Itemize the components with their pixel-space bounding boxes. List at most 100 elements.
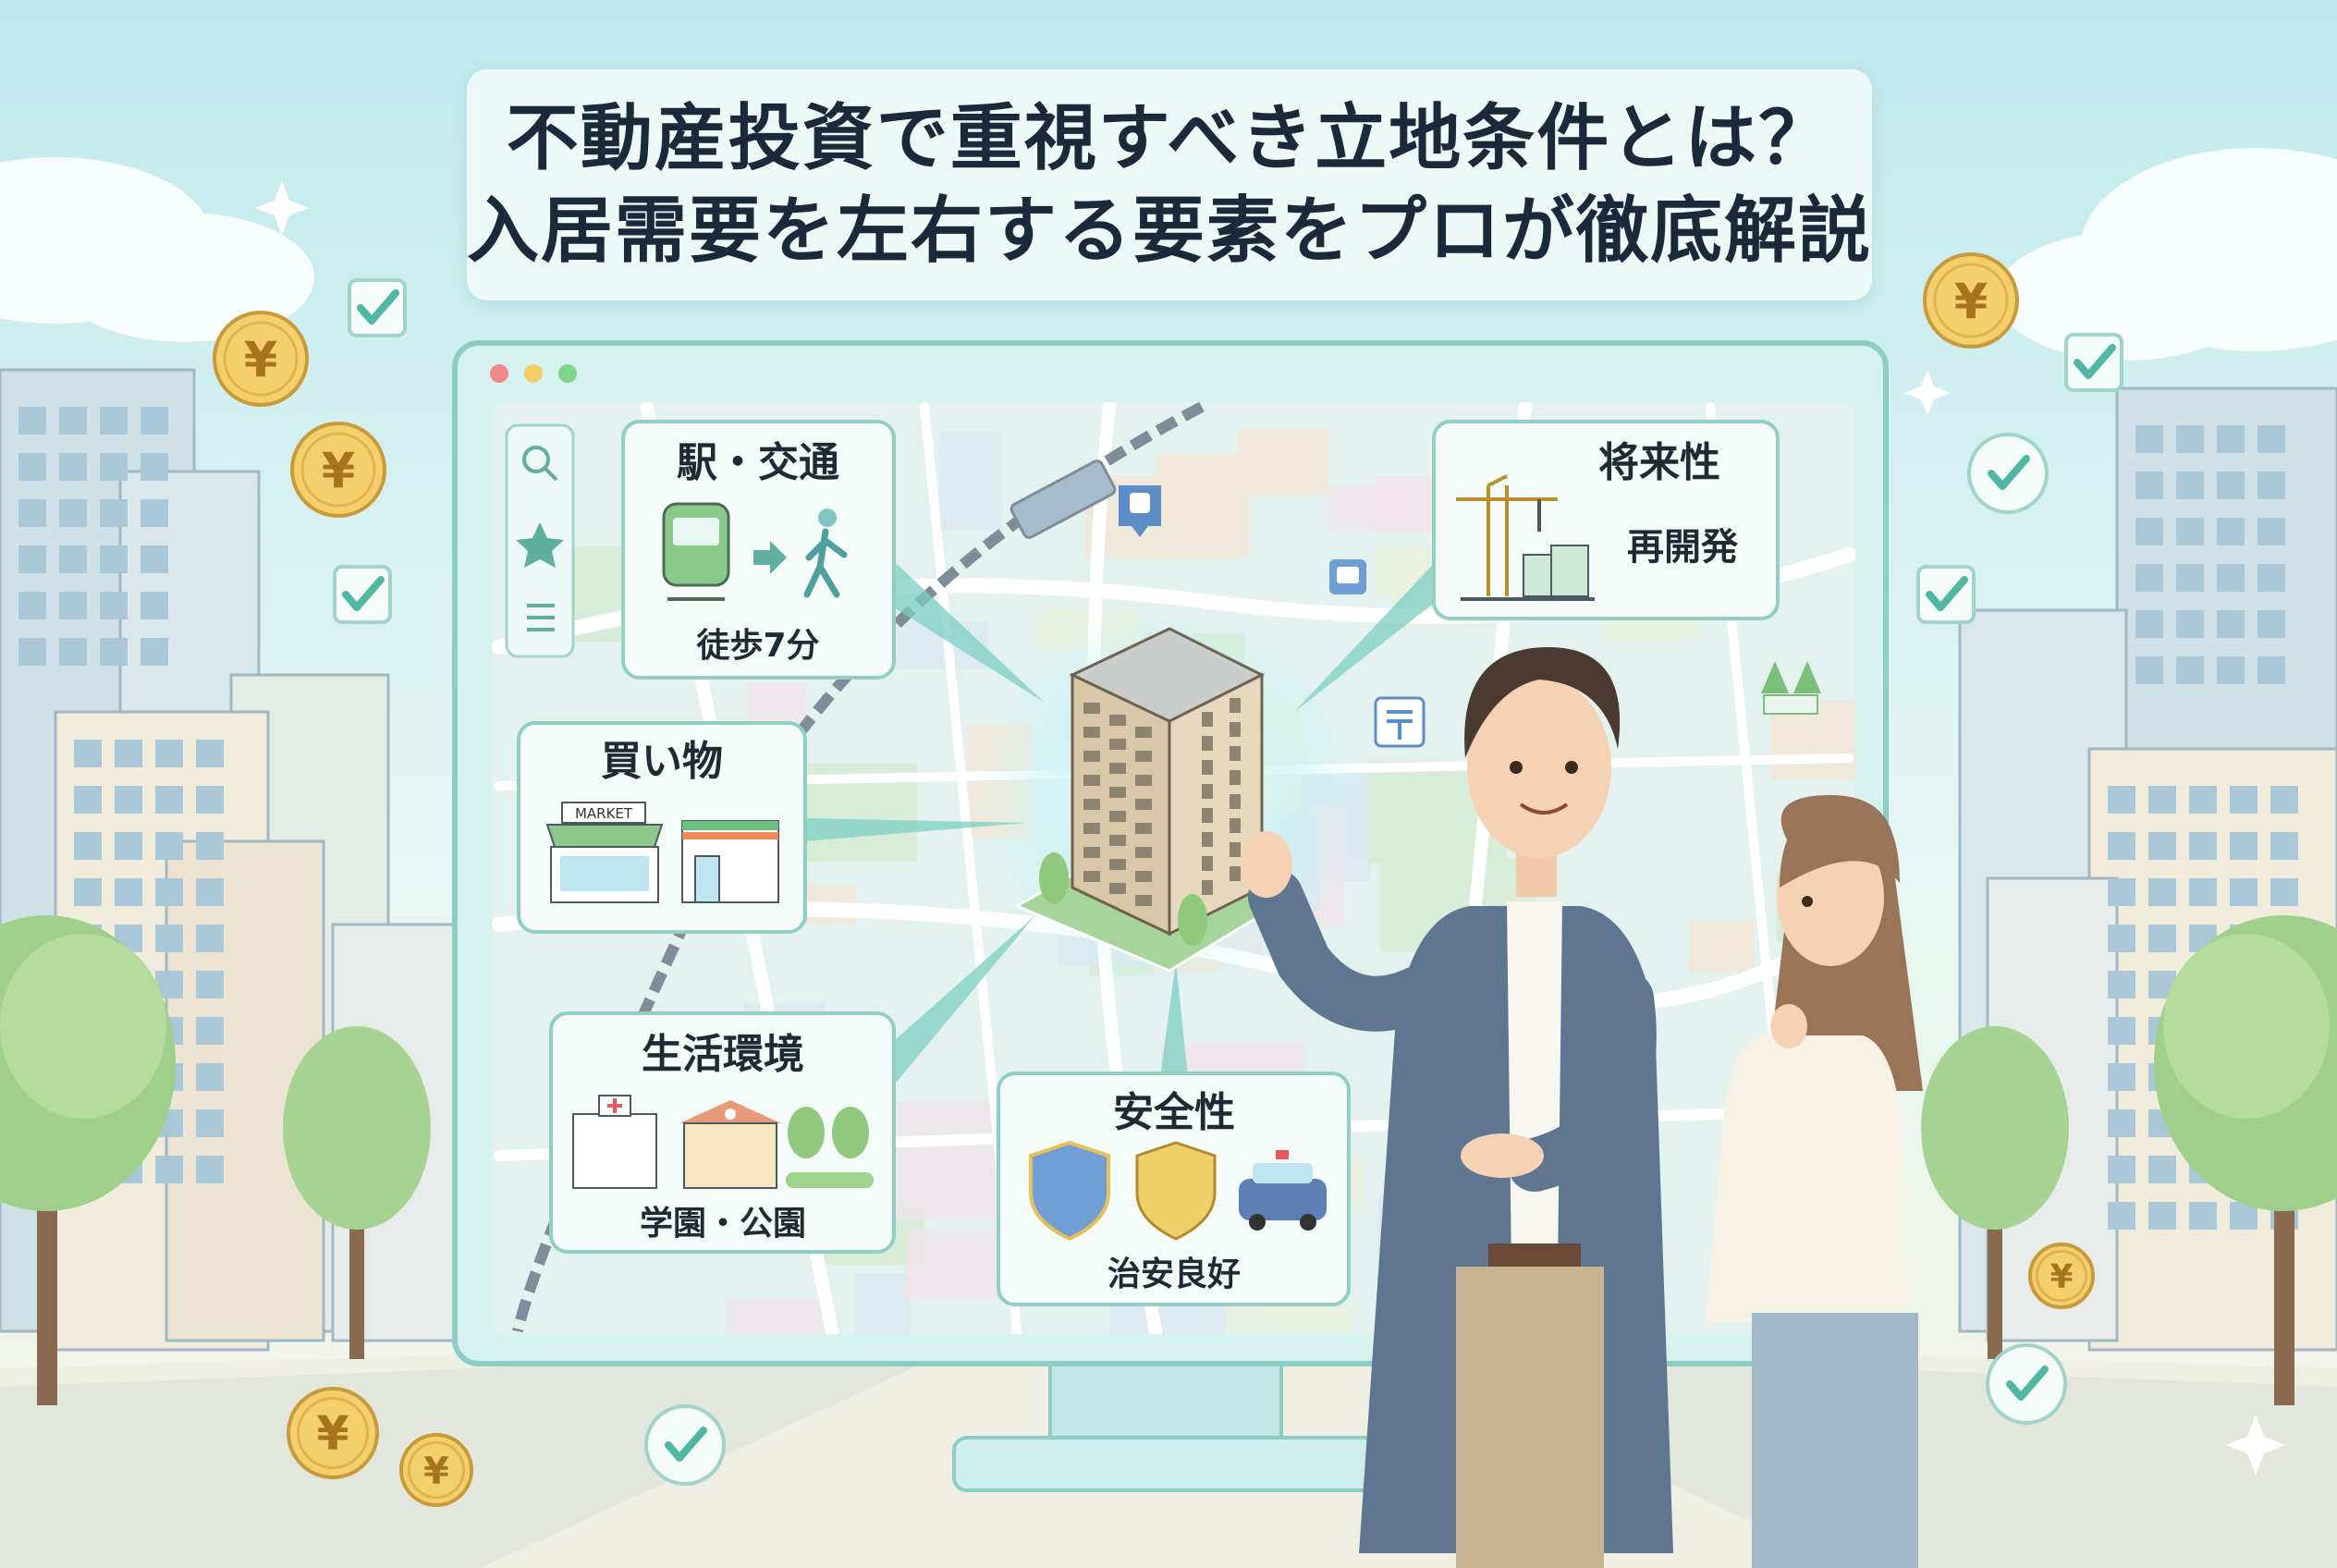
- window: [59, 499, 87, 527]
- card-living-environment[interactable]: 生活環境 学園・公園: [549, 1011, 896, 1254]
- window: [1135, 895, 1152, 906]
- window: [1230, 794, 1241, 809]
- window: [2217, 472, 2245, 499]
- male-advisor: [1241, 647, 1673, 1568]
- window: [2108, 786, 2135, 814]
- window: [115, 740, 142, 767]
- check-icon: [1916, 565, 1976, 624]
- card-caption: 徒歩7分: [695, 627, 819, 665]
- yen-coin-icon: ¥: [213, 311, 309, 407]
- window: [155, 740, 183, 767]
- window: [1230, 842, 1241, 857]
- window: [155, 925, 183, 952]
- search-icon[interactable]: [522, 446, 558, 482]
- window: [74, 832, 102, 860]
- window: [2230, 786, 2257, 814]
- window: [2108, 1063, 2135, 1091]
- post-office-pin-icon[interactable]: [1374, 696, 1425, 748]
- window: [2257, 610, 2285, 638]
- window: [1135, 775, 1152, 786]
- window: [1083, 703, 1100, 714]
- window: [115, 832, 142, 860]
- window: [2176, 610, 2204, 638]
- window: [1230, 818, 1241, 833]
- window: [100, 407, 128, 435]
- window: [1083, 799, 1100, 810]
- card-transport[interactable]: 駅・交通 徒歩7分: [621, 420, 896, 680]
- window: [141, 592, 168, 619]
- window: [2135, 425, 2163, 453]
- yen-coin-icon: ¥: [290, 422, 386, 518]
- window: [59, 453, 87, 481]
- window-close-dot[interactable]: [490, 364, 508, 383]
- card-safety[interactable]: 安全性 治安良好: [997, 1072, 1351, 1306]
- window: [2108, 925, 2135, 952]
- card-future[interactable]: 将来性 再開発: [1432, 420, 1780, 620]
- window: [2257, 656, 2285, 684]
- card-caption: 学園・公園: [640, 1204, 806, 1243]
- window: [1109, 715, 1126, 726]
- park-icon: [1761, 661, 1821, 715]
- tree: [2154, 915, 2337, 1405]
- window: [1202, 880, 1213, 895]
- check-icon: [1967, 433, 2049, 514]
- window: [1109, 763, 1126, 774]
- window: [100, 545, 128, 573]
- window: [2257, 518, 2285, 545]
- monitor-stand-neck: [1048, 1357, 1283, 1449]
- market-sign: MARKET: [575, 805, 633, 822]
- window: [196, 1063, 224, 1091]
- window: [141, 407, 168, 435]
- window: [1230, 722, 1241, 737]
- window-maximize-dot[interactable]: [558, 364, 577, 383]
- bus-stop-pin-icon[interactable]: [1329, 559, 1366, 594]
- menu-icon[interactable]: [527, 604, 555, 631]
- window: [2176, 656, 2204, 684]
- coin-symbol: ¥: [2050, 1258, 2074, 1296]
- window: [2108, 1109, 2135, 1137]
- window: [2189, 832, 2217, 860]
- window: [2135, 518, 2163, 545]
- window: [2108, 832, 2135, 860]
- window: [2217, 610, 2245, 638]
- map-block: [854, 1273, 911, 1334]
- window: [196, 1109, 224, 1137]
- coin-symbol: ¥: [1954, 274, 1988, 330]
- window: [2148, 1156, 2176, 1183]
- window: [1230, 866, 1241, 881]
- window: [1202, 760, 1213, 775]
- window: [18, 638, 46, 666]
- coin-symbol: ¥: [423, 1450, 449, 1492]
- yen-coin-icon: ¥: [287, 1387, 379, 1479]
- window: [1135, 727, 1152, 738]
- window: [2217, 656, 2245, 684]
- window: [2189, 1202, 2217, 1230]
- window: [1202, 712, 1213, 727]
- check-icon: [2064, 333, 2123, 392]
- train-station-pin-icon[interactable]: [1119, 485, 1161, 537]
- window: [155, 878, 183, 906]
- window: [2135, 564, 2163, 592]
- park-trees-icon: [786, 1107, 874, 1188]
- star-icon[interactable]: [516, 522, 564, 568]
- map-block: [1689, 922, 1755, 973]
- construction-icon: [1461, 545, 1595, 601]
- window-minimize-dot[interactable]: [524, 364, 543, 383]
- window: [141, 453, 168, 481]
- card-shopping[interactable]: 買い物 MARKET: [517, 721, 807, 934]
- window: [2257, 425, 2285, 453]
- window: [18, 407, 46, 435]
- window: [1135, 823, 1152, 834]
- window: [1135, 847, 1152, 858]
- window: [196, 1017, 224, 1045]
- check-icon: [644, 1404, 726, 1486]
- train-icon: [662, 502, 730, 601]
- window: [1083, 727, 1100, 738]
- window: [2189, 786, 2217, 814]
- tree: [0, 915, 176, 1405]
- window: [2176, 472, 2204, 499]
- window: [196, 786, 224, 814]
- title-banner: 不動産投資で重視すべき立地条件とは？ 入居需要を左右する要素をプロが徹底解説: [467, 69, 1872, 300]
- window: [1083, 823, 1100, 834]
